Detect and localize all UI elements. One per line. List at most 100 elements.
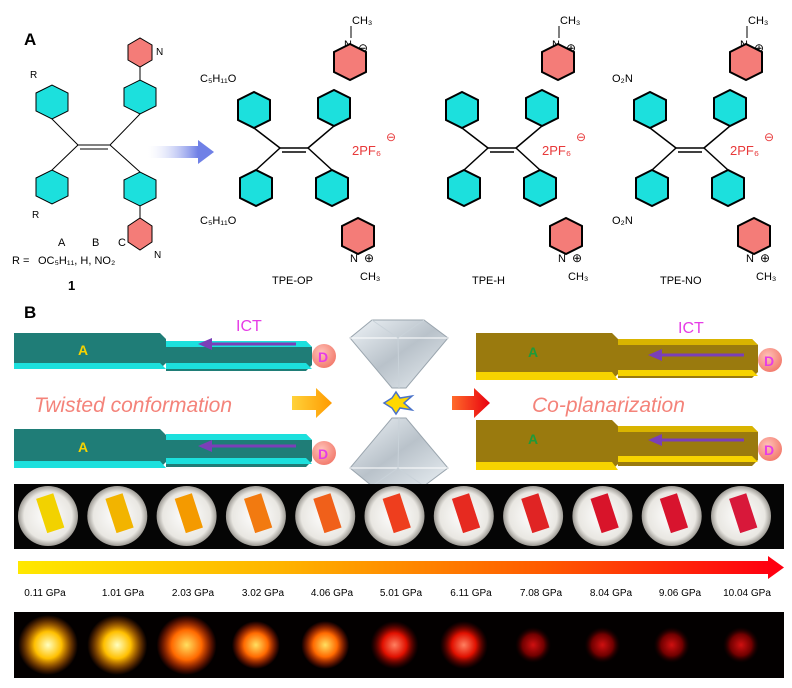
fluorescence-photo-1 <box>87 615 148 675</box>
crystal-9 <box>659 493 689 534</box>
crystal-7 <box>521 493 550 534</box>
donor-label: D <box>318 446 328 462</box>
substituent-bottom: C₅H₁₁O <box>200 215 237 227</box>
coplanar-label: Co-planarization <box>532 394 685 417</box>
pyridinium-ring-bottom <box>341 216 375 256</box>
molecule-name: TPE-NO <box>660 275 702 287</box>
panel-b-label: B <box>24 303 36 322</box>
phenyl-ring-ul <box>35 84 69 120</box>
ict-label: ICT <box>678 320 704 337</box>
pressure-label-3: 3.02 GPa <box>241 588 285 599</box>
pyridine-ring-top <box>127 37 153 68</box>
counterion-charge: ⊖ <box>386 130 396 144</box>
sample-flash <box>382 390 415 416</box>
nitrogen-bottom: N <box>746 253 754 265</box>
pressure-label-1: 1.01 GPa <box>101 588 145 599</box>
methyl-bottom: CH₃ <box>568 271 588 283</box>
pyridinium-ring-top <box>729 42 763 82</box>
phenyl-ring-ll <box>447 168 481 208</box>
phenyl-ring-ul <box>633 90 667 130</box>
crystal-8 <box>590 493 619 534</box>
phenyl-ring-lr <box>315 168 349 208</box>
twisted-label: Twisted conformation <box>34 394 232 417</box>
pressure-arrow <box>18 556 784 579</box>
donor-label: D <box>764 353 774 369</box>
donor-ball <box>312 441 336 465</box>
molecule-tpe-h: CH₃ N ⊕ N ⊕ CH₃ 2PF₆ ⊖ TPE-H <box>445 15 588 287</box>
fluorescence-photos <box>18 615 759 675</box>
molecule-tpe-op: CH₃ N ⊖ C₅H₁₁O C₅H₁₁O N ⊕ CH₃ 2PF₆ ⊖ TPE… <box>200 15 396 287</box>
crystal-2 <box>174 493 203 534</box>
molecule-name: TPE-H <box>472 275 505 287</box>
crystal-4 <box>313 493 342 534</box>
counterion: 2PF₆ <box>352 143 381 158</box>
acceptor-label: A <box>78 439 88 455</box>
fluorescence-photo-6 <box>439 621 488 669</box>
pyridinium-ring-bottom <box>549 216 583 256</box>
substituent-bottom: O₂N <box>612 215 633 227</box>
legend-letter-a: A <box>58 237 66 249</box>
substituent-top: C₅H₁₁O <box>200 73 237 85</box>
acceptor-label: A <box>528 431 538 447</box>
coplanar-rod-bottom: A D <box>476 420 782 470</box>
methyl-bottom: CH₃ <box>360 271 380 283</box>
crystal-0 <box>36 493 65 534</box>
phenyl-ring-ur <box>713 88 747 128</box>
pyridine-ring-bottom <box>127 217 153 251</box>
pyridinium-ring-bottom <box>737 216 771 256</box>
pyridinium-ring-top <box>333 42 367 82</box>
molecule-name: TPE-OP <box>272 275 313 287</box>
donor-ball <box>758 348 782 372</box>
crystal-5 <box>382 493 411 534</box>
fluorescence-photo-10 <box>723 627 759 663</box>
phenyl-ring-ll <box>635 168 669 208</box>
crystal-3 <box>244 493 273 534</box>
n-label-top: N <box>156 47 163 58</box>
pressure-label-10: 10.04 GPa <box>723 588 771 599</box>
phenyl-ring-ur <box>525 88 559 128</box>
legend-letter-b: B <box>92 237 99 249</box>
pressure-label-2: 2.03 GPa <box>171 588 215 599</box>
phenyl-ring-ur <box>317 88 351 128</box>
crystal-1 <box>105 493 134 534</box>
pressure-label-5: 5.01 GPa <box>379 588 423 599</box>
donor-label: D <box>318 349 328 365</box>
nitrogen-bottom: N <box>558 253 566 265</box>
compound-number: 1 <box>68 278 75 293</box>
acceptor-label: A <box>78 342 88 358</box>
r-equation-label: R = <box>12 255 29 267</box>
methyl-bottom: CH₃ <box>756 271 776 283</box>
charge-bottom: ⊕ <box>364 251 374 265</box>
phenyl-ring-ll <box>35 169 69 205</box>
arrow-from-diamond <box>452 388 490 418</box>
charge-top: ⊕ <box>754 41 764 55</box>
counterion: 2PF₆ <box>730 143 759 158</box>
donor-ball <box>312 344 336 368</box>
charge-top: ⊖ <box>358 41 368 55</box>
phenyl-ring-lr <box>123 171 157 207</box>
methyl-top: CH₃ <box>748 15 768 27</box>
crystal-10 <box>729 493 758 534</box>
pyridinium-ring-top <box>541 42 575 82</box>
substituent-top: O₂N <box>612 73 633 85</box>
methyl-top: CH₃ <box>560 15 580 27</box>
phenyl-ring-ul <box>237 90 271 130</box>
fluorescence-photo-8 <box>584 627 621 663</box>
phenyl-ring-lr <box>711 168 745 208</box>
pressure-label-7: 7.08 GPa <box>519 588 563 599</box>
ict-label: ICT <box>236 318 262 335</box>
counterion-charge: ⊖ <box>764 130 774 144</box>
fluorescence-photo-4 <box>301 621 350 669</box>
panel-a-label: A <box>24 30 36 49</box>
charge-bottom: ⊕ <box>760 251 770 265</box>
diamond-anvil-cell <box>349 319 449 487</box>
arrow-to-diamond <box>292 388 332 418</box>
fluorescence-photo-2 <box>156 615 217 675</box>
charge-bottom: ⊕ <box>572 251 582 265</box>
fluorescence-photo-3 <box>231 621 280 669</box>
molecule-tpe-no: CH₃ N ⊕ O₂N O₂N N ⊕ CH₃ 2PF₆ ⊖ TPE-NO <box>612 15 776 287</box>
r-label-bottom: R <box>32 210 39 221</box>
crystal-6 <box>451 493 481 534</box>
fluorescence-photo-5 <box>370 621 419 669</box>
